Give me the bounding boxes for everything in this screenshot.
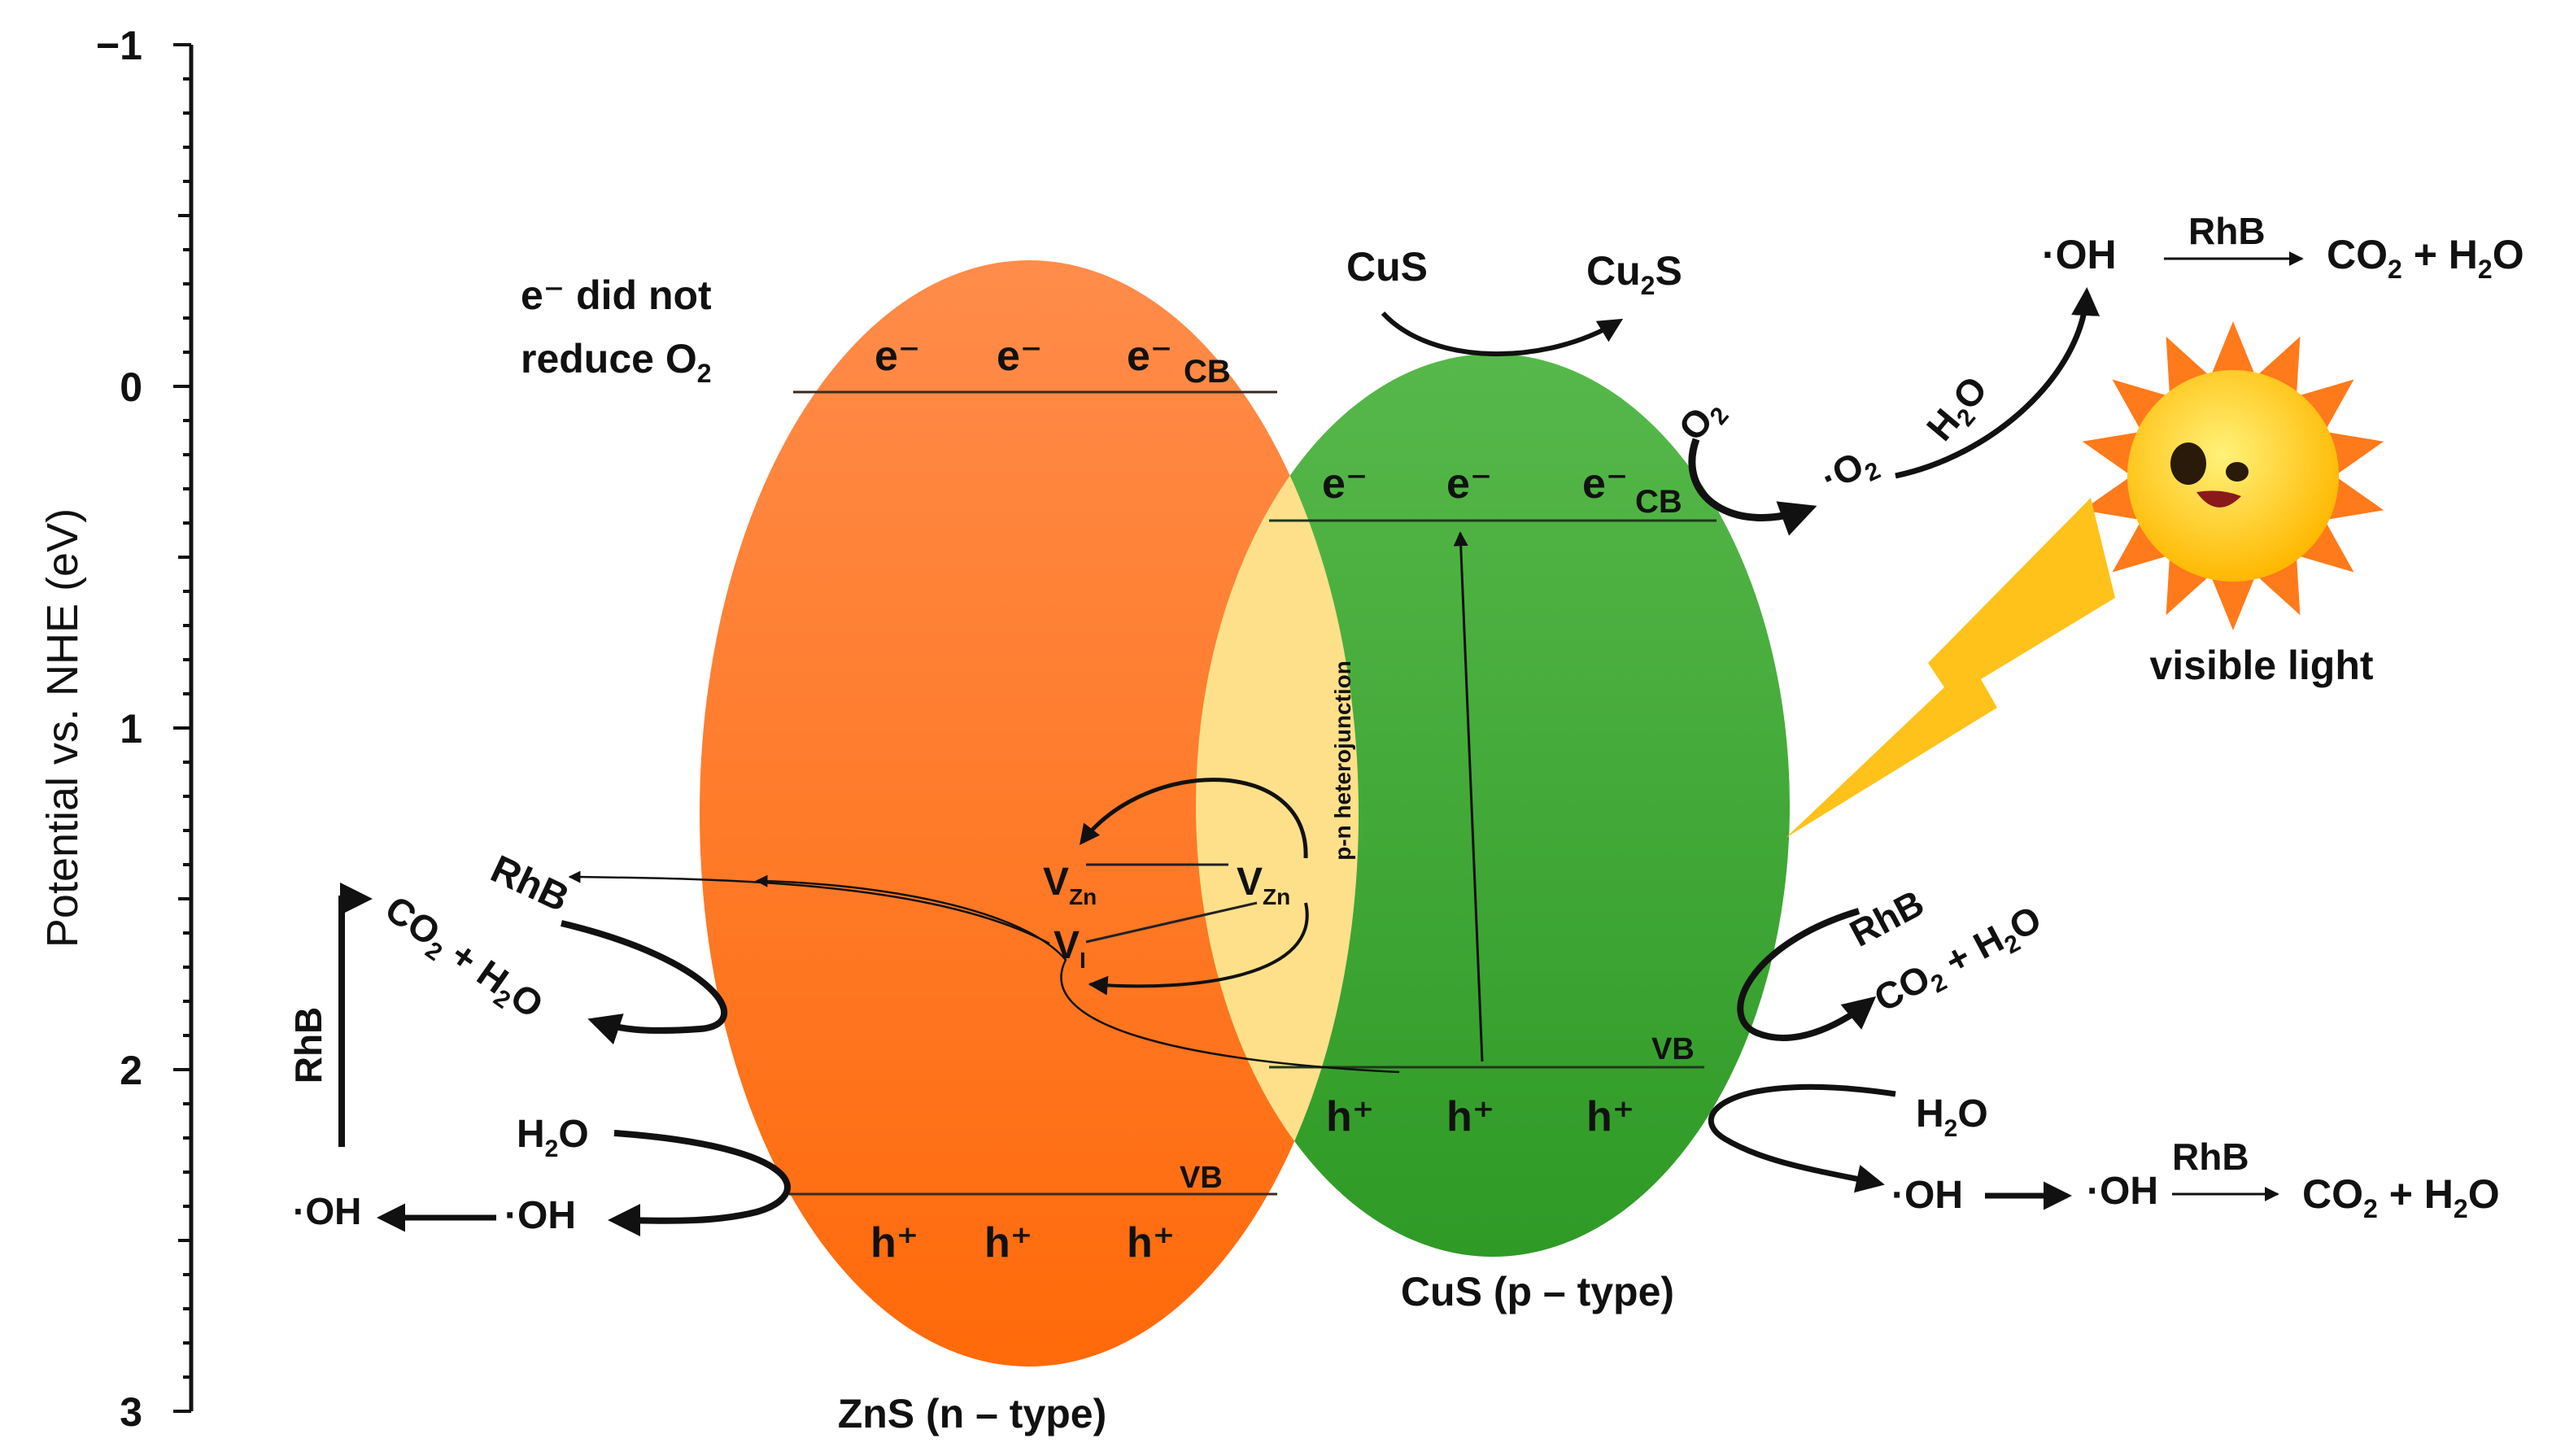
vzn-left-label: VZn — [1043, 861, 1097, 909]
sun-icon — [2082, 321, 2384, 630]
oh-formula-right-2: ·OH — [2087, 1170, 2158, 1213]
rhb-degradation-arrow-left — [561, 920, 727, 1045]
cus-ellipse — [1196, 354, 1790, 1257]
cus-vb-label: VB — [1651, 1032, 1695, 1066]
h2o-formula-right: H2O — [1916, 1092, 1988, 1142]
products-left: CO2 + H2O — [374, 887, 551, 1031]
products-top: CO2 + H2O — [2327, 232, 2524, 284]
products-right-2: CO2 + H2O — [2302, 1171, 2500, 1223]
cus-electron-2: e⁻ — [1446, 460, 1492, 508]
h2o-oxidation-arrow-right — [1708, 1083, 1896, 1193]
cu2s-formula: Cu2S — [1586, 248, 1682, 300]
o2-formula: O2 — [1670, 389, 1734, 452]
y-axis-tick-label: 1 — [120, 706, 142, 752]
rhb-label-top: RhB — [2188, 210, 2266, 252]
rhb-label-right: RhB — [1843, 882, 1930, 955]
superoxide-to-oh-arrow — [1895, 287, 2100, 479]
y-axis-tick-label: 2 — [120, 1048, 142, 1093]
vb-to-rhb-curve — [755, 874, 1400, 1074]
rhb-degradation-arrow-right — [1737, 908, 1877, 1041]
cus-cb-label: CB — [1635, 484, 1682, 520]
rhb-label-left-vertical: RhB — [287, 1007, 329, 1084]
vi-to-rhb-curve — [568, 870, 1050, 945]
oh-to-products-arrow-left — [338, 883, 373, 1147]
defect-states: VZn VZn VI — [568, 778, 1400, 1074]
zns-electron-1: e⁻ — [875, 333, 920, 380]
zns-electron-2: e⁻ — [997, 333, 1042, 380]
vi-link-line — [1085, 901, 1258, 944]
zns-vb-label: VB — [1180, 1161, 1223, 1195]
lightning-bolt-icon — [1786, 498, 2115, 838]
vzn-transfer-arrow — [1079, 778, 1308, 859]
superoxide-formula: ·O2 — [1814, 438, 1884, 504]
o2-to-superoxide-arrow — [1688, 438, 1817, 536]
zns-label: ZnS (n – type) — [838, 1391, 1107, 1436]
oh-formula-right-1: ·OH — [1891, 1174, 1963, 1217]
cus-electron-1: e⁻ — [1322, 460, 1368, 508]
oh-formula-top: ·OH — [2042, 232, 2117, 277]
cus-hole-3: h⁺ — [1586, 1093, 1634, 1140]
zns-electron-3: e⁻ — [1127, 333, 1172, 380]
y-axis-tick-label: −1 — [96, 23, 142, 68]
cus-vb-reactions: RhB CO2 + H2O H2O ·OH ·OH RhB CO2 + H2O — [1708, 882, 2500, 1223]
y-axis-label: Potential vs. NHE (eV) — [38, 508, 87, 948]
products-right: CO2 + H2O — [1867, 897, 2050, 1025]
zns-carriers: e⁻ e⁻ e⁻ CB VB h⁺ h⁺ h⁺ — [870, 333, 1231, 1266]
visible-light-label: visible light — [2149, 643, 2373, 688]
h2o-formula-left: H2O — [517, 1113, 589, 1162]
cus-carriers: e⁻ e⁻ e⁻ CB VB h⁺ h⁺ h⁺ — [1322, 460, 1695, 1140]
cus-hole-2: h⁺ — [1446, 1093, 1494, 1140]
zns-hole-3: h⁺ — [1127, 1219, 1175, 1266]
vi-transfer-arrow — [1088, 902, 1309, 996]
sun-eye — [2170, 442, 2206, 485]
cus-to-cu2s-arrow — [1381, 311, 1624, 357]
zns-hole-2: h⁺ — [984, 1219, 1032, 1266]
sun-eye — [2226, 462, 2249, 482]
rhb-label-right-2: RhB — [2172, 1136, 2249, 1178]
cus-formula: CuS — [1346, 244, 1428, 290]
cus-cu2s-reaction: CuS Cu2S — [1346, 244, 1682, 357]
note-line-1: e⁻ did not — [521, 272, 712, 318]
vzn-right-label: VZn — [1237, 861, 1290, 909]
rhb-label-left: RhB — [484, 848, 575, 921]
junction-label: p-n heterojunction — [1330, 660, 1355, 861]
excitation-arrow — [1453, 531, 1484, 1062]
zns-hole-1: h⁺ — [870, 1219, 918, 1266]
oh-formula-left-2: ·OH — [504, 1194, 576, 1237]
y-axis: −1 0 1 2 3 Potential vs. NHE (eV) — [38, 23, 194, 1435]
superoxide-pathway: O2 ·O2 H2O ·OH RhB CO2 + H2O — [1670, 210, 2524, 536]
zns-cb-label: CB — [1184, 354, 1231, 390]
note-line-2: reduce O2 — [521, 336, 712, 388]
sun-mouth — [2196, 490, 2241, 508]
y-axis-tick-label: 3 — [120, 1389, 142, 1435]
oh-formula-left-1: ·OH — [293, 1190, 361, 1232]
zns-ellipse — [700, 260, 1359, 1367]
cus-hole-1: h⁺ — [1326, 1093, 1374, 1140]
h2o-oxidation-arrow-left — [608, 1130, 791, 1237]
y-axis-tick-label: 0 — [120, 364, 142, 410]
cus-label: CuS (p – type) — [1401, 1269, 1674, 1314]
cus-electron-3: e⁻ — [1582, 460, 1628, 508]
